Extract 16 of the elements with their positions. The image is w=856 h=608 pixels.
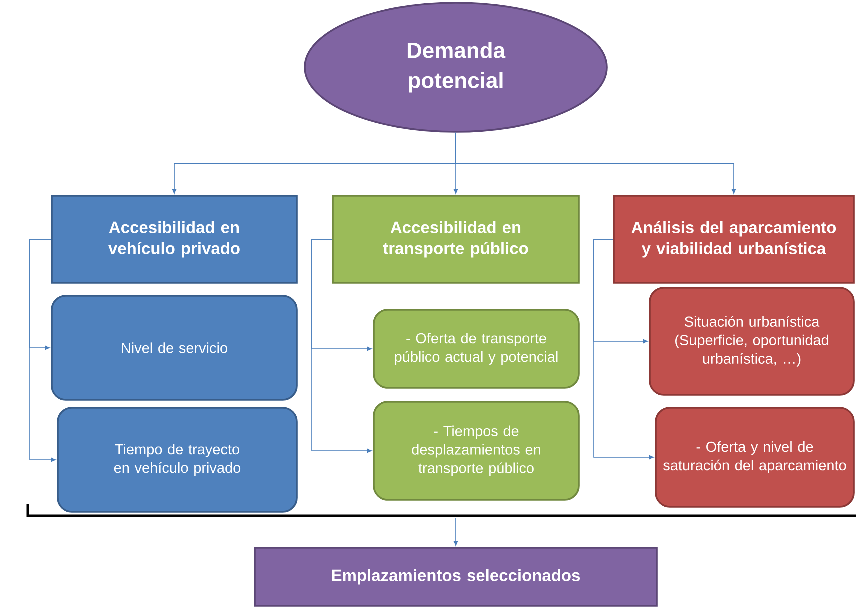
criterion-box: Tiempo de trayecto en vehículo privado (57, 407, 298, 513)
arrow (454, 518, 458, 546)
category-box: Emplazamientos seleccionados (254, 547, 658, 607)
arrow (456, 132, 736, 194)
criterion-box: Nivel de servicio (51, 295, 298, 401)
arrow (312, 239, 372, 454)
criterion-box: - Oferta y nivel de saturación del aparcamiento (655, 407, 855, 508)
criterion-box: Situación urbanística (Superficie, oportunidad urbanística, …) (649, 287, 855, 396)
category-box: Accesibilidad en transporte público (332, 195, 580, 284)
criterion-box: - Tiempos de desplazamientos en transporte público (373, 401, 580, 501)
category-box: Análisis del aparcamiento y viabilidad urbanística (613, 195, 855, 284)
bracket (26, 504, 856, 518)
arrow (594, 239, 654, 460)
category-box: Accesibilidad en vehículo privado (51, 195, 298, 284)
arrow (30, 239, 56, 462)
criterion-box: - Oferta de transporte público actual y potencial (373, 309, 580, 389)
